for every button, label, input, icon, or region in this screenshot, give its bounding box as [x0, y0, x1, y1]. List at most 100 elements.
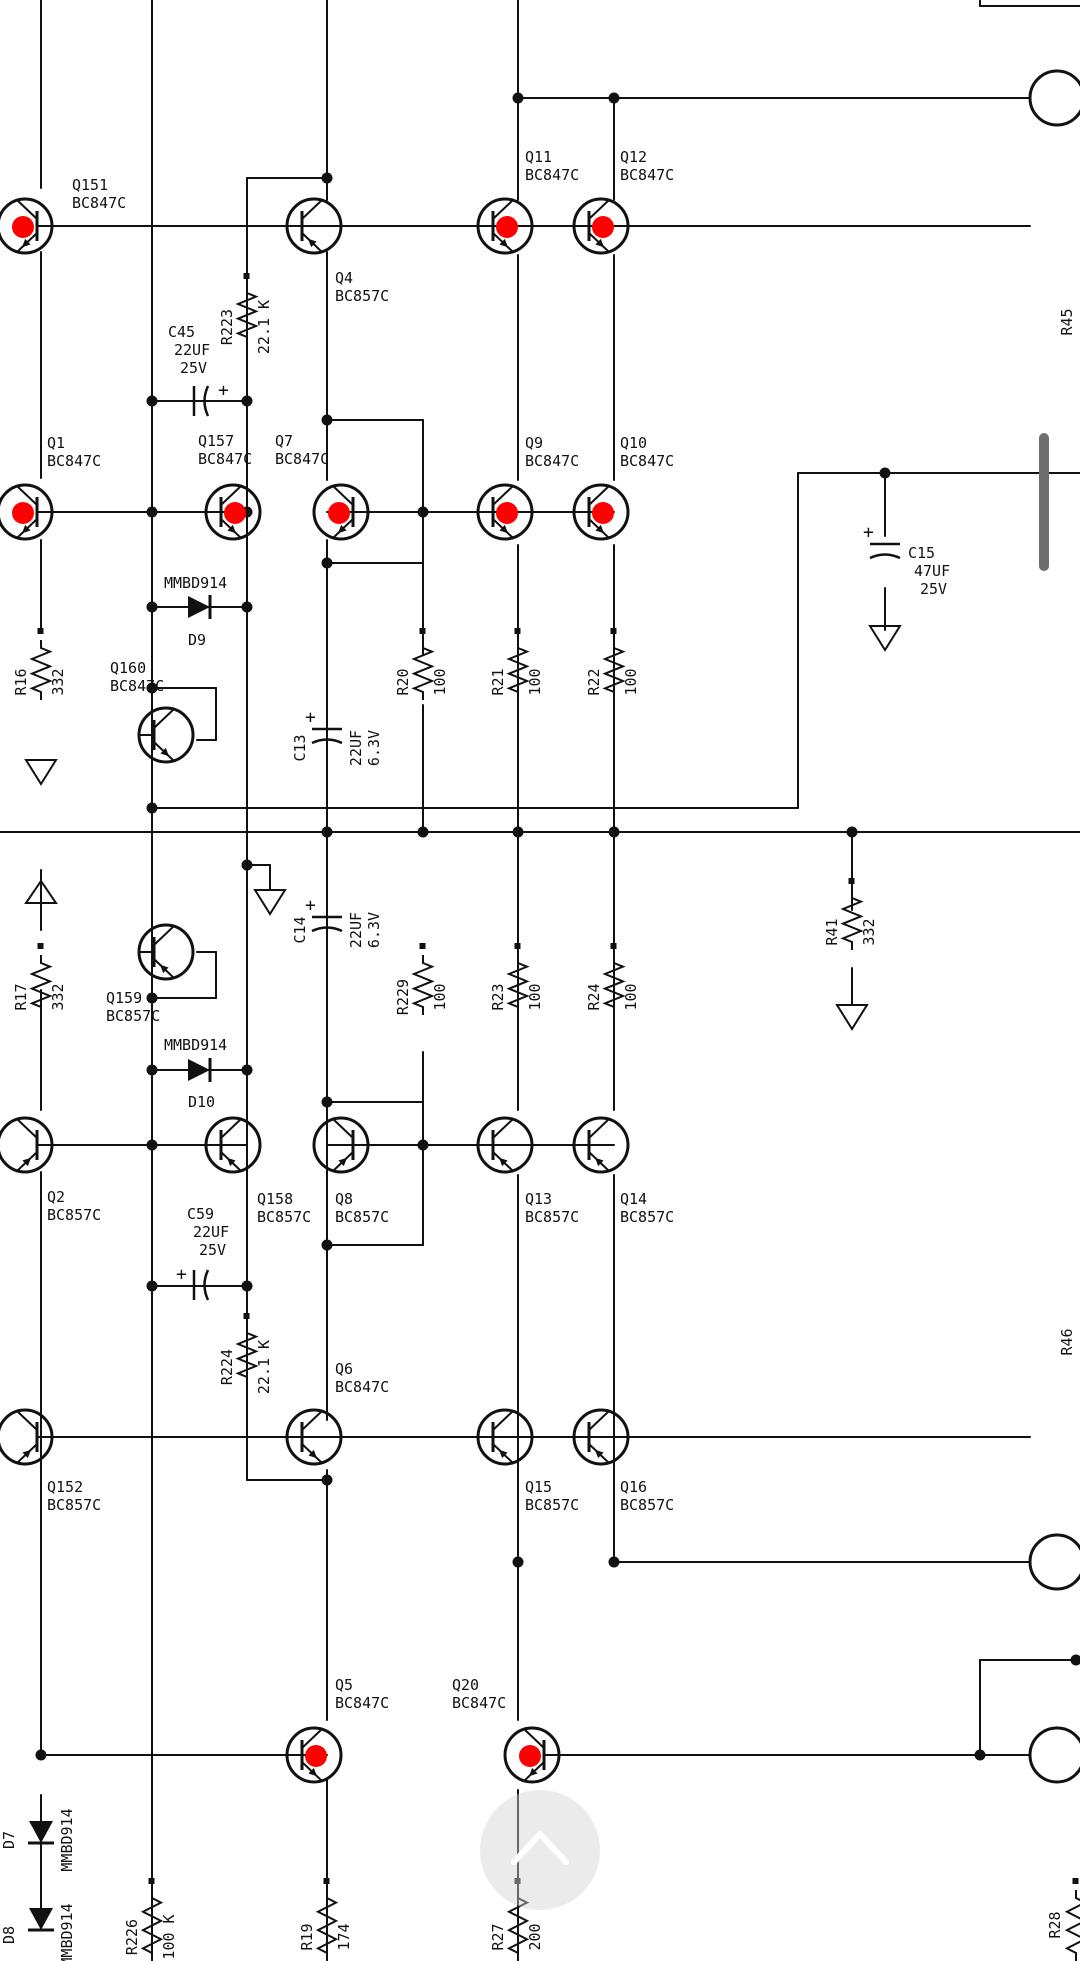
transistor-arrow: [308, 1449, 317, 1459]
junction-dot: [241, 395, 253, 407]
junction-dot: [608, 826, 620, 838]
capacitor: +: [305, 895, 343, 933]
junction-dot: [146, 395, 158, 407]
transistor-ref: Q13: [525, 1190, 552, 1208]
transistor-arrow: [308, 1767, 317, 1777]
cap-plate-curved: [869, 553, 901, 560]
transistor-q160: [137, 706, 195, 764]
red-marker: [12, 502, 34, 524]
resistor-zigzag: [602, 955, 626, 1015]
transistor-q16: [572, 1408, 630, 1466]
transistor-q14: [572, 1116, 630, 1174]
resistor-ref: R24: [585, 983, 603, 1010]
resistor-zigzag: [29, 955, 53, 1015]
transistor-part: BC847C: [525, 452, 579, 470]
red-marker: [519, 1745, 541, 1767]
junction-dot: [846, 826, 858, 838]
junction-dot: [146, 506, 158, 518]
capacitor-ref: C13: [291, 734, 309, 761]
resistor: [1064, 1878, 1080, 1961]
transistor-part: BC847C: [620, 452, 674, 470]
resistor-value: 332: [860, 918, 878, 945]
junction-dot: [512, 826, 524, 838]
red-marker: [592, 502, 614, 524]
capacitor-ref: C45: [168, 323, 195, 341]
transistor-collector-lead: [301, 199, 323, 220]
resistor-ref: R17: [12, 983, 30, 1010]
diode-ref: D10: [188, 1093, 215, 1111]
transistor-part: BC857C: [335, 1208, 389, 1226]
transistor-ref: Q8: [335, 1190, 353, 1208]
transistor-arrow: [499, 524, 508, 534]
junction-dot: [146, 682, 158, 694]
scroll-to-top-button[interactable]: [480, 1790, 600, 1910]
diode: [188, 595, 212, 619]
cap-plate-curved: [311, 926, 343, 933]
transistor-collector-lead: [16, 1118, 38, 1139]
transistor-q158: [204, 1116, 262, 1174]
transistor-arrow: [22, 238, 31, 248]
ground-icon: [868, 625, 902, 652]
junction-dot: [1070, 1654, 1080, 1666]
plus-sign: +: [305, 895, 316, 916]
resistor: [506, 943, 530, 1015]
transistor-arrow: [22, 524, 31, 534]
transistor-q4: [285, 197, 343, 255]
plus-sign: +: [176, 1264, 187, 1285]
transistor-q1: [0, 483, 54, 541]
pin1-marker: [419, 943, 426, 949]
transistor-collector-lead: [588, 1410, 610, 1431]
supply-arrow-icon: [24, 879, 58, 904]
resistor-zigzag: [315, 1890, 339, 1961]
transistor-ref: Q11: [525, 148, 552, 166]
transistor-arrow: [499, 1449, 508, 1459]
vertical-scrollbar[interactable]: [1039, 433, 1049, 571]
resistor-value: 100: [622, 668, 640, 695]
junction-dot: [608, 92, 620, 104]
transistor-q13: [476, 1116, 534, 1174]
resistor-value: 332: [49, 668, 67, 695]
resistor-value: 332: [49, 983, 67, 1010]
resistor-zigzag: [840, 890, 864, 950]
transistor-collector-lead: [523, 1728, 545, 1749]
transistor-collector-lead: [332, 485, 354, 506]
resistor: [235, 273, 259, 345]
resistor-ref: R229: [394, 979, 412, 1015]
pin1-marker: [514, 1878, 521, 1884]
transistor-arrow: [338, 1157, 347, 1167]
transistor-ref: Q152: [47, 1478, 83, 1496]
capacitor: +: [192, 380, 229, 417]
resistor-ref: R23: [489, 983, 507, 1010]
transistor-ref: Q9: [525, 434, 543, 452]
resistor-value: 22.1 K: [255, 300, 273, 354]
diode: [28, 1821, 54, 1845]
transistor-q151: [0, 197, 54, 255]
transistor-part: BC857C: [620, 1208, 674, 1226]
transistor-part: BC847C: [47, 452, 101, 470]
transistor-arrow: [160, 747, 169, 757]
resistor-zigzag: [29, 640, 53, 700]
pin1-marker: [1072, 1878, 1079, 1884]
capacitor: +: [305, 707, 343, 745]
transistor-ref: Q2: [47, 1188, 65, 1206]
diode-part: MMBD914: [58, 1808, 76, 1871]
transistor-arrow: [595, 1449, 604, 1459]
transistor-part: BC847C: [335, 1378, 389, 1396]
pin1-marker: [243, 273, 250, 279]
pin1-marker: [148, 1878, 155, 1884]
resistor-value: 22.1 K: [255, 1340, 273, 1394]
junction-dot: [417, 826, 429, 838]
resistor: [602, 628, 626, 700]
transistor-q6: [285, 1408, 343, 1466]
resistor: [411, 943, 435, 1015]
junction-dot: [146, 802, 158, 814]
resistor-ref: R41: [823, 918, 841, 945]
transistor-collector-lead: [588, 1118, 610, 1139]
transistor-arrow: [499, 1157, 508, 1167]
transistor-ref: Q157: [198, 432, 234, 450]
resistor-ref: R45: [1058, 308, 1076, 335]
transistor-part: BC847C: [452, 1694, 506, 1712]
transistor-q159: [137, 923, 195, 981]
capacitor-voltage: 25V: [920, 580, 947, 598]
